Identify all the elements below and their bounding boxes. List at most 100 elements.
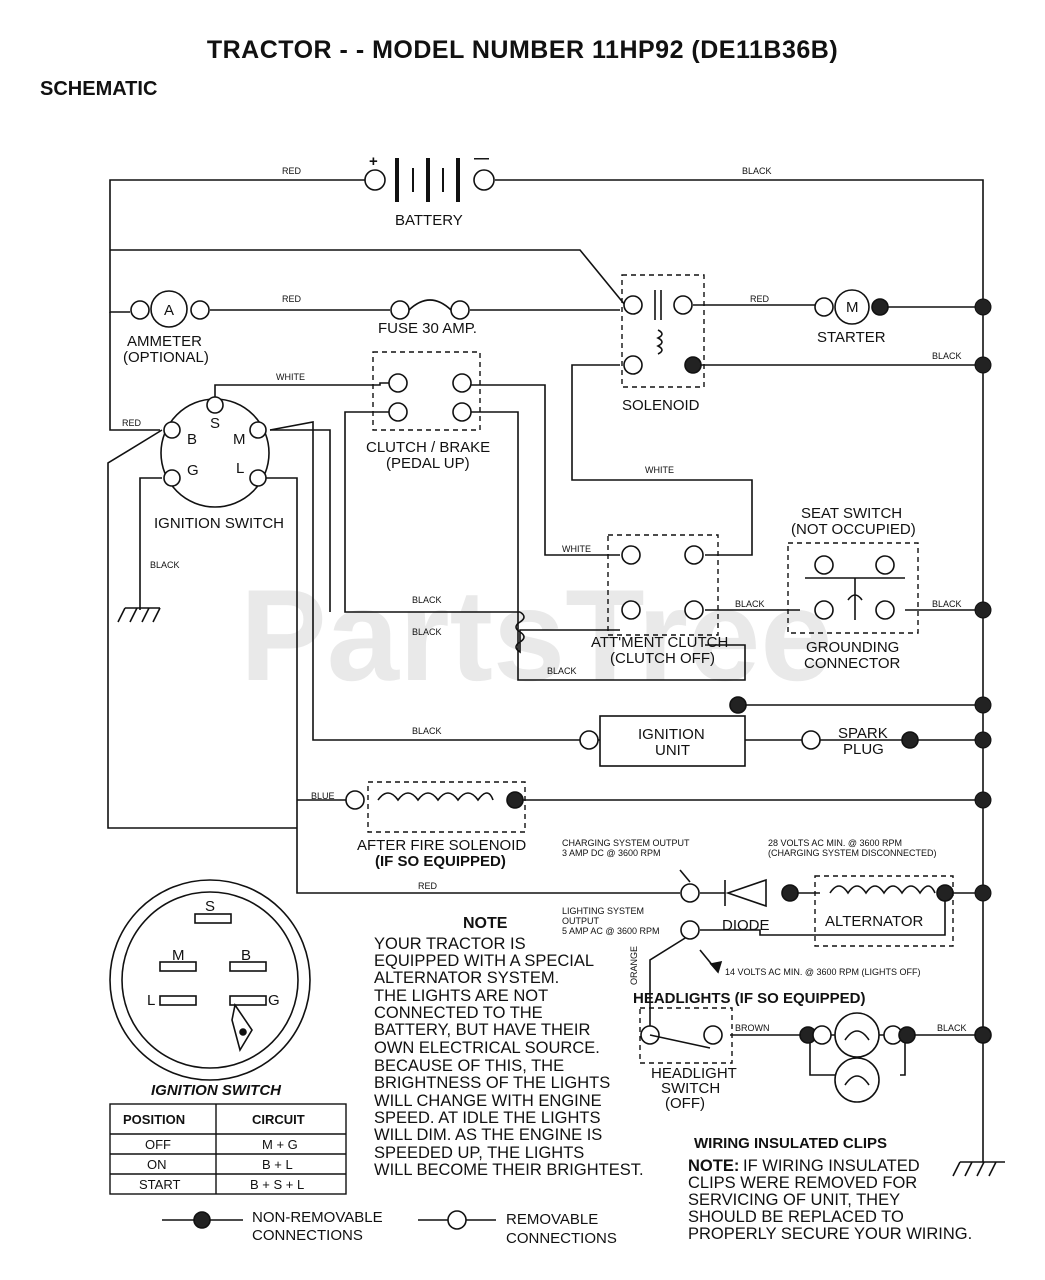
watermark: PartsTree bbox=[240, 562, 833, 708]
legend-symbols bbox=[162, 1210, 496, 1230]
headlights-symbol bbox=[640, 1012, 992, 1103]
note-line: BRIGHTNESS OF THE LIGHTS bbox=[374, 1074, 610, 1092]
ammeter-label: AMMETER bbox=[127, 333, 202, 350]
clutch-brake-sub-label: (PEDAL UP) bbox=[386, 455, 470, 472]
wire-label-black-top: BLACK bbox=[742, 166, 772, 176]
face-terminal-b: B bbox=[241, 947, 251, 964]
note-line: EQUIPPED WITH A SPECIAL bbox=[374, 952, 594, 970]
seat-switch-sub-label: (NOT OCCUPIED) bbox=[791, 521, 916, 538]
terminal-s: S bbox=[210, 415, 220, 432]
attachment-clutch-sub-label: (CLUTCH OFF) bbox=[610, 650, 715, 667]
note-line: SPEEDED UP, THE LIGHTS bbox=[374, 1144, 584, 1162]
table-cell: START bbox=[139, 1177, 180, 1192]
clips-line: CLIPS WERE REMOVED FOR bbox=[688, 1174, 917, 1192]
terminal-l: L bbox=[236, 460, 244, 477]
starter-symbol-label: M bbox=[846, 299, 859, 316]
fuse-symbol bbox=[390, 299, 470, 320]
note-line: SPEED. AT IDLE THE LIGHTS bbox=[374, 1109, 601, 1127]
face-terminal-l: L bbox=[147, 992, 155, 1009]
wire-label-brown: BROWN bbox=[735, 1023, 770, 1033]
clips-line: PROPERLY SECURE YOUR WIRING. bbox=[688, 1225, 972, 1243]
terminal-m: M bbox=[233, 431, 246, 448]
solenoid-symbol bbox=[623, 290, 702, 375]
wire-label-white-att: WHITE bbox=[562, 544, 591, 554]
ammeter-symbol-label: A bbox=[164, 302, 174, 319]
wire-label-red-starter: RED bbox=[750, 294, 770, 304]
wires bbox=[107, 179, 1005, 1177]
alternator-label: ALTERNATOR bbox=[825, 913, 924, 930]
note-line: THE LIGHTS ARE NOT bbox=[374, 987, 548, 1005]
terminal-b: B bbox=[187, 431, 197, 448]
wire-label-red-top: RED bbox=[282, 166, 302, 176]
battery-minus-label: — bbox=[474, 150, 489, 167]
wire-label-black-ground: BLACK bbox=[150, 560, 180, 570]
wire-label-black-att3: BLACK bbox=[547, 666, 577, 676]
grounding-connector-sub-label: CONNECTOR bbox=[804, 655, 901, 672]
legend-removable: REMOVABLE bbox=[506, 1211, 598, 1228]
note-line: CONNECTED TO THE bbox=[374, 1004, 543, 1022]
ignition-switch-label: IGNITION SWITCH bbox=[154, 515, 284, 532]
note-line: BATTERY, BUT HAVE THEIR bbox=[374, 1021, 590, 1039]
charging-output-line1: CHARGING SYSTEM OUTPUT bbox=[562, 838, 690, 848]
face-terminal-s: S bbox=[205, 898, 215, 915]
table-cell: B + S + L bbox=[250, 1177, 304, 1192]
grounding-connector-label: GROUNDING bbox=[806, 639, 899, 656]
wire-label-blue: BLUE bbox=[311, 791, 335, 801]
diode-label: DIODE bbox=[722, 917, 770, 934]
seat-switch-symbol bbox=[805, 555, 905, 620]
clutch-brake-switch bbox=[388, 373, 472, 422]
page-subtitle: SCHEMATIC bbox=[40, 78, 158, 100]
ignition-table bbox=[109, 1103, 347, 1195]
wire-label-black-att1: BLACK bbox=[412, 595, 442, 605]
ignition-switch-face bbox=[109, 879, 311, 1081]
ignition-switch-face-title: IGNITION SWITCH bbox=[151, 1082, 282, 1099]
wire-label-red-diode: RED bbox=[418, 881, 438, 891]
note-body: YOUR TRACTOR IS EQUIPPED WITH A SPECIAL … bbox=[374, 935, 644, 1179]
legend-non-removable-sub: CONNECTIONS bbox=[252, 1227, 363, 1244]
note-line: YOUR TRACTOR IS bbox=[374, 935, 526, 953]
table-header-position: POSITION bbox=[123, 1112, 185, 1127]
clips-line: SHOULD BE REPLACED TO bbox=[688, 1208, 904, 1226]
volts28-line2: (CHARGING SYSTEM DISCONNECTED) bbox=[768, 848, 937, 858]
note-line: WILL BECOME THEIR BRIGHTEST. bbox=[374, 1161, 644, 1179]
clips-note-label: NOTE: bbox=[688, 1157, 739, 1175]
fuse-label: FUSE 30 AMP. bbox=[378, 320, 477, 337]
volts28-line1: 28 VOLTS AC MIN. @ 3600 RPM bbox=[768, 838, 902, 848]
note-heading: NOTE bbox=[463, 915, 508, 932]
battery-label: BATTERY bbox=[395, 212, 463, 229]
table-header-circuit: CIRCUIT bbox=[252, 1112, 305, 1127]
lighting-output-line2: OUTPUT bbox=[562, 916, 600, 926]
starter-label: STARTER bbox=[817, 329, 886, 346]
attachment-clutch-switch bbox=[621, 545, 704, 620]
after-fire-solenoid-sub-label: (IF SO EQUIPPED) bbox=[375, 853, 506, 870]
note-line: ALTERNATOR SYSTEM. bbox=[374, 969, 559, 987]
note-line: OWN ELECTRICAL SOURCE. bbox=[374, 1039, 600, 1057]
bus-junctions bbox=[974, 298, 992, 902]
table-cell: ON bbox=[147, 1157, 167, 1172]
ignition-switch-symbol bbox=[160, 396, 270, 508]
after-fire-solenoid-symbol bbox=[345, 790, 524, 810]
terminal-g: G bbox=[187, 462, 199, 479]
ignition-unit-label: IGNITION bbox=[638, 726, 705, 743]
attachment-clutch-label: ATT'MENT CLUTCH bbox=[591, 634, 728, 651]
wire-label-black-ign: BLACK bbox=[412, 726, 442, 736]
diode-alternator bbox=[679, 869, 954, 974]
dashed-boxes bbox=[367, 274, 954, 1064]
legend-removable-sub: CONNECTIONS bbox=[506, 1230, 617, 1247]
headlight-switch-sub-label: SWITCH bbox=[661, 1080, 720, 1097]
lighting-output-line1: LIGHTING SYSTEM bbox=[562, 906, 644, 916]
seat-switch-label: SEAT SWITCH bbox=[801, 505, 902, 522]
headlights-label: HEADLIGHTS (IF SO EQUIPPED) bbox=[633, 990, 866, 1007]
wire-label-black-seat2: BLACK bbox=[932, 599, 962, 609]
note-line: WILL DIM. AS THE ENGINE IS bbox=[374, 1126, 602, 1144]
note-line: BECAUSE OF THIS, THE bbox=[374, 1057, 564, 1075]
ammeter-optional-label: (OPTIONAL) bbox=[123, 349, 209, 366]
battery-plus-label: + bbox=[369, 153, 378, 170]
starter-symbol bbox=[814, 289, 889, 325]
wire-label-white-top: WHITE bbox=[276, 372, 305, 382]
table-cell: M + G bbox=[262, 1137, 298, 1152]
face-terminal-m: M bbox=[172, 947, 185, 964]
charging-output-line2: 3 AMP DC @ 3600 RPM bbox=[562, 848, 661, 858]
page-title: TRACTOR - - MODEL NUMBER 11HP92 (DE11B36… bbox=[206, 36, 839, 64]
face-terminal-g: G bbox=[268, 992, 280, 1009]
